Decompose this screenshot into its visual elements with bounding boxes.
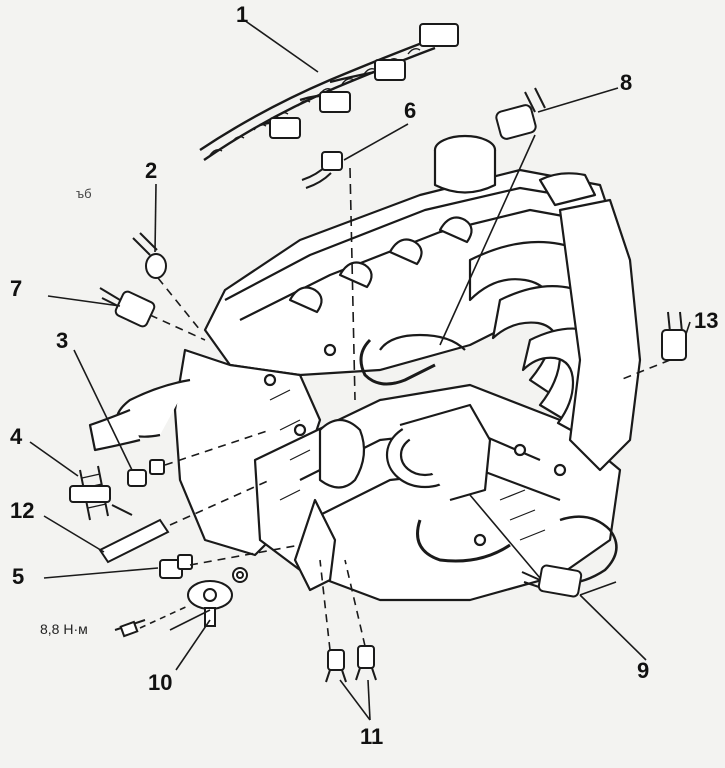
- callout-3: 3: [56, 328, 69, 353]
- callout-11: 11: [360, 724, 384, 749]
- sensor-8: [495, 87, 546, 140]
- stray-mark: ъб: [76, 186, 92, 201]
- leader-lines: [29, 19, 691, 721]
- callout-13: 13: [694, 308, 719, 333]
- sensor-11: [325, 645, 377, 683]
- engine-block: [88, 134, 642, 602]
- sensor-3: [127, 459, 165, 487]
- callout-10: 10: [148, 670, 173, 695]
- bolt-torque: [114, 619, 146, 638]
- sensor-6: [301, 151, 343, 189]
- sensor-10: [187, 567, 248, 627]
- callout-4: 4: [10, 424, 23, 449]
- callout-2: 2: [145, 158, 158, 183]
- callout-5: 5: [12, 564, 25, 589]
- callout-7: 7: [10, 276, 23, 301]
- torque-label: 8,8 Н·м: [40, 621, 88, 637]
- sensor-2: [132, 232, 167, 279]
- callout-1: 1: [236, 2, 249, 27]
- callout-12: 12: [10, 498, 35, 523]
- sensor-4: [69, 465, 133, 521]
- callout-8: 8: [620, 70, 633, 95]
- sensor-13: [661, 311, 687, 361]
- callout-6: 6: [404, 98, 417, 123]
- pipe-12: [98, 518, 170, 564]
- callout-9: 9: [637, 658, 650, 683]
- sensor-5: [159, 554, 193, 579]
- wiring-harness: [199, 23, 459, 161]
